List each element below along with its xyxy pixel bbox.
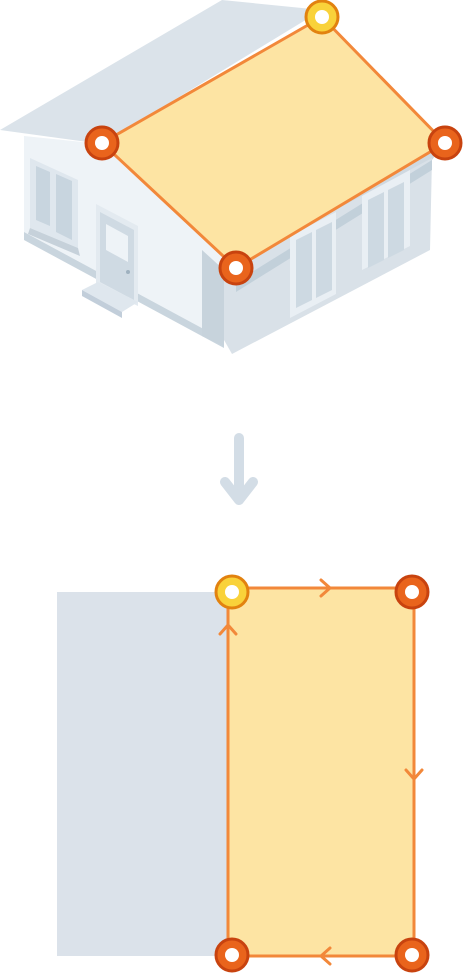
corner-pin-icon[interactable] xyxy=(84,125,120,161)
corner-pin-icon[interactable] xyxy=(394,574,430,610)
roof-plan-view xyxy=(57,574,430,973)
direction-up-icon xyxy=(218,623,238,636)
corner-pin-icon[interactable] xyxy=(214,937,250,973)
arrow-down-icon xyxy=(220,433,258,505)
corner-pin-icon[interactable] xyxy=(394,937,430,973)
start-pin-icon[interactable] xyxy=(214,574,250,610)
house-corner xyxy=(202,250,224,346)
house-right-windows xyxy=(290,170,410,318)
roof-corner-pins xyxy=(84,0,463,286)
house-front-door xyxy=(82,204,138,318)
house-roof-back-slope xyxy=(0,0,322,144)
direction-left-icon xyxy=(319,946,332,966)
direction-right-icon xyxy=(319,578,332,598)
direction-down-icon xyxy=(404,768,424,781)
corner-pin-icon[interactable] xyxy=(218,250,254,286)
plan-roof-rectangle xyxy=(226,586,416,958)
plan-shadow-panel xyxy=(57,592,229,956)
start-pin-icon[interactable] xyxy=(304,0,340,35)
corner-pin-icon[interactable] xyxy=(427,125,463,161)
house-left-window xyxy=(28,158,80,256)
isometric-house-icon xyxy=(0,0,447,354)
